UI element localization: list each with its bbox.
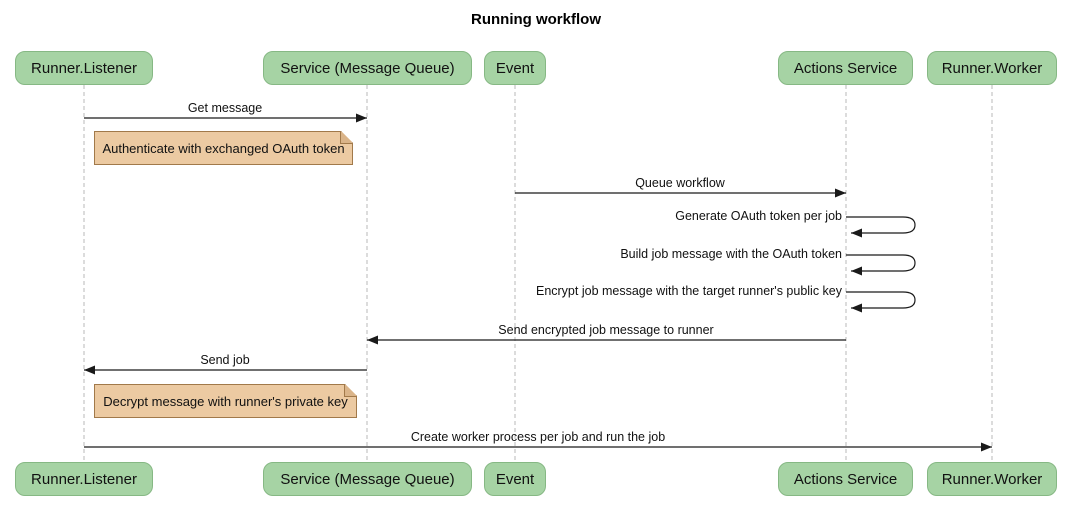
message-label-queue-workflow: Queue workflow — [635, 176, 725, 190]
participant-event-top: Event — [484, 51, 546, 85]
participant-label: Actions Service — [793, 59, 898, 77]
message-label-encrypt-job-message: Encrypt job message with the target runn… — [535, 284, 842, 298]
message-label-create-worker-process: Create worker process per job and run th… — [410, 430, 666, 444]
participant-label: Runner.Worker — [941, 59, 1043, 77]
message-label-send-encrypted-job-message: Send encrypted job message to runner — [498, 323, 714, 337]
participant-label: Event — [495, 59, 535, 77]
participant-runner-worker-top: Runner.Worker — [927, 51, 1057, 85]
participant-service-message-queue-top: Service (Message Queue) — [263, 51, 472, 85]
note-authenticate-oauth: Authenticate with exchanged OAuth token — [94, 131, 353, 165]
diagram-title: Running workflow — [471, 11, 601, 28]
participant-label: Runner.Listener — [31, 59, 137, 77]
participant-runner-listener-top: Runner.Listener — [15, 51, 153, 85]
self-loop-generate-oauth-token — [846, 216, 916, 238]
participant-label: Runner.Listener — [31, 470, 137, 488]
participant-label: Event — [495, 470, 535, 488]
participant-label: Actions Service — [793, 470, 898, 488]
participant-runner-worker-bottom: Runner.Worker — [927, 462, 1057, 496]
self-loop-encrypt-job-message — [846, 291, 916, 313]
participant-service-message-queue-bottom: Service (Message Queue) — [263, 462, 472, 496]
participant-actions-service-bottom: Actions Service — [778, 462, 913, 496]
message-label-build-job-message: Build job message with the OAuth token — [620, 247, 842, 261]
participant-label: Service (Message Queue) — [280, 59, 455, 77]
note-text: Decrypt message with runner's private ke… — [103, 393, 348, 409]
participant-event-bottom: Event — [484, 462, 546, 496]
message-label-get-message: Get message — [187, 101, 263, 115]
participant-label: Service (Message Queue) — [280, 470, 455, 488]
note-text: Authenticate with exchanged OAuth token — [102, 140, 345, 156]
message-label-generate-oauth-token: Generate OAuth token per job — [675, 209, 842, 223]
participant-actions-service-top: Actions Service — [778, 51, 913, 85]
message-label-send-job: Send job — [200, 353, 250, 367]
self-loop-build-job-message — [846, 254, 916, 276]
participant-runner-listener-bottom: Runner.Listener — [15, 462, 153, 496]
note-decrypt-private-key: Decrypt message with runner's private ke… — [94, 384, 357, 418]
participant-label: Runner.Worker — [941, 470, 1043, 488]
